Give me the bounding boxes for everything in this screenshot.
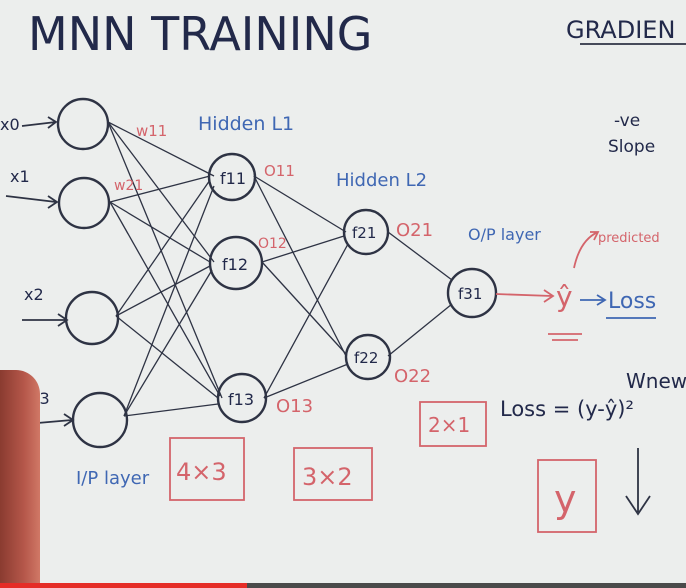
svg-text:4×3: 4×3 (176, 458, 227, 486)
loss-arrow (580, 294, 607, 306)
hidden1-node-f12-label: f12 (222, 255, 248, 274)
svg-text:3×2: 3×2 (302, 463, 353, 491)
hidden2-node-f22-label: f22 (354, 349, 378, 367)
hidden1-output-o13: O13 (276, 396, 313, 417)
matrix-box-2x1: 2×1 (419, 401, 487, 447)
edges-hidden1-hidden2 (253, 175, 349, 399)
svg-text:2×1: 2×1 (428, 413, 470, 437)
presenter-shoulder (0, 370, 40, 588)
input-node-x1 (57, 176, 111, 230)
w-new-label: Wnew= (626, 369, 686, 393)
input-label-x0: x0 (0, 115, 20, 134)
hidden2-node-f22 (344, 333, 392, 381)
slope-word: Slope (608, 137, 655, 157)
hidden1-node-f11-label: f11 (220, 169, 246, 188)
input-node-x0 (56, 97, 110, 151)
down-arrow-icon (625, 448, 651, 516)
svg-text:y: y (554, 477, 577, 521)
matrix-box-3x2: 3×2 (293, 447, 373, 501)
weight-label-w11: w11 (136, 122, 167, 140)
hidden1-node-f13-label: f13 (228, 390, 254, 409)
input-label-x1: x1 (10, 167, 30, 186)
hidden2-node-f21 (342, 208, 390, 256)
input-layer-label: I/P layer (76, 468, 150, 489)
hidden1-node-f13 (216, 372, 268, 424)
hidden1-label: Hidden L1 (198, 113, 294, 135)
input-node-x3 (71, 391, 129, 449)
input-node-x2 (64, 290, 120, 346)
video-progress-track[interactable] (0, 583, 686, 588)
output-layer-label: O/P layer (468, 225, 541, 244)
matrix-box-4x3: 4×3 (169, 437, 245, 501)
hidden1-node-f11 (207, 152, 257, 202)
prediction-symbol: ŷ (556, 280, 573, 313)
y-box: y (537, 459, 597, 533)
slope-sign: -ve (614, 111, 640, 131)
prediction-arrow (495, 289, 555, 303)
loss-formula: Loss = (y-ŷ)² (500, 397, 634, 421)
predicted-note-arrow (573, 231, 600, 269)
hidden1-output-o12: O12 (258, 236, 287, 252)
hidden2-output-o21: O21 (396, 220, 433, 241)
hidden1-layer (207, 152, 268, 424)
hidden2-layer (342, 208, 392, 381)
loss-label: Loss (608, 289, 656, 314)
hidden1-output-o11: O11 (264, 162, 295, 180)
hidden2-label: Hidden L2 (336, 170, 427, 191)
predicted-note: predicted (598, 231, 660, 246)
hidden2-node-f21-label: f21 (352, 224, 376, 242)
input-label-x2: x2 (24, 285, 44, 304)
hidden1-node-f12 (208, 235, 264, 291)
video-progress-fill (0, 583, 247, 588)
title: MNN TRAINING (28, 7, 372, 61)
hidden2-output-o22: O22 (394, 366, 431, 387)
edges-input-hidden1 (107, 121, 223, 417)
weight-label-w21: w21 (114, 178, 143, 194)
output-node-f31-label: f31 (458, 285, 482, 303)
input-layer (56, 97, 129, 449)
edges-hidden2-output (387, 231, 453, 357)
gradient-heading: GRADIEN (566, 16, 675, 44)
output-node-f31 (446, 267, 498, 319)
